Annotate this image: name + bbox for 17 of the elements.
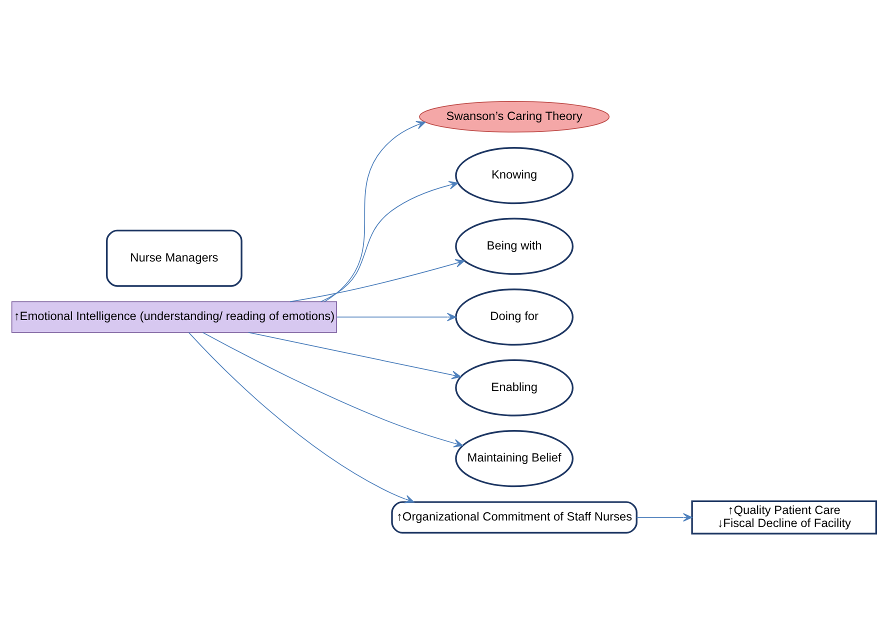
arrow	[202, 332, 464, 448]
node-ellipse: Doing for	[455, 288, 574, 346]
node-ellipse: Swanson’s Caring Theory	[419, 100, 610, 133]
node-ellipse: Maintaining Belief	[455, 430, 574, 488]
node-box: ↑Emotional Intelligence (understanding/ reading of emotions)	[11, 301, 338, 333]
arrow	[636, 513, 692, 522]
arrow	[336, 312, 456, 322]
arrow	[248, 332, 462, 380]
arrow	[188, 332, 414, 504]
arrow	[324, 120, 426, 302]
arrow	[320, 180, 458, 302]
arrow	[290, 259, 465, 302]
node-ellipse: Knowing	[455, 147, 574, 204]
node-box: ↑Quality Patient Care ↓Fiscal Decline of Facility	[691, 500, 878, 534]
node-box: Nurse Managers	[106, 230, 242, 287]
node-ellipse: Enabling	[455, 359, 574, 416]
node-box: ↑Organizational Commitment of Staff Nurses	[391, 501, 638, 534]
